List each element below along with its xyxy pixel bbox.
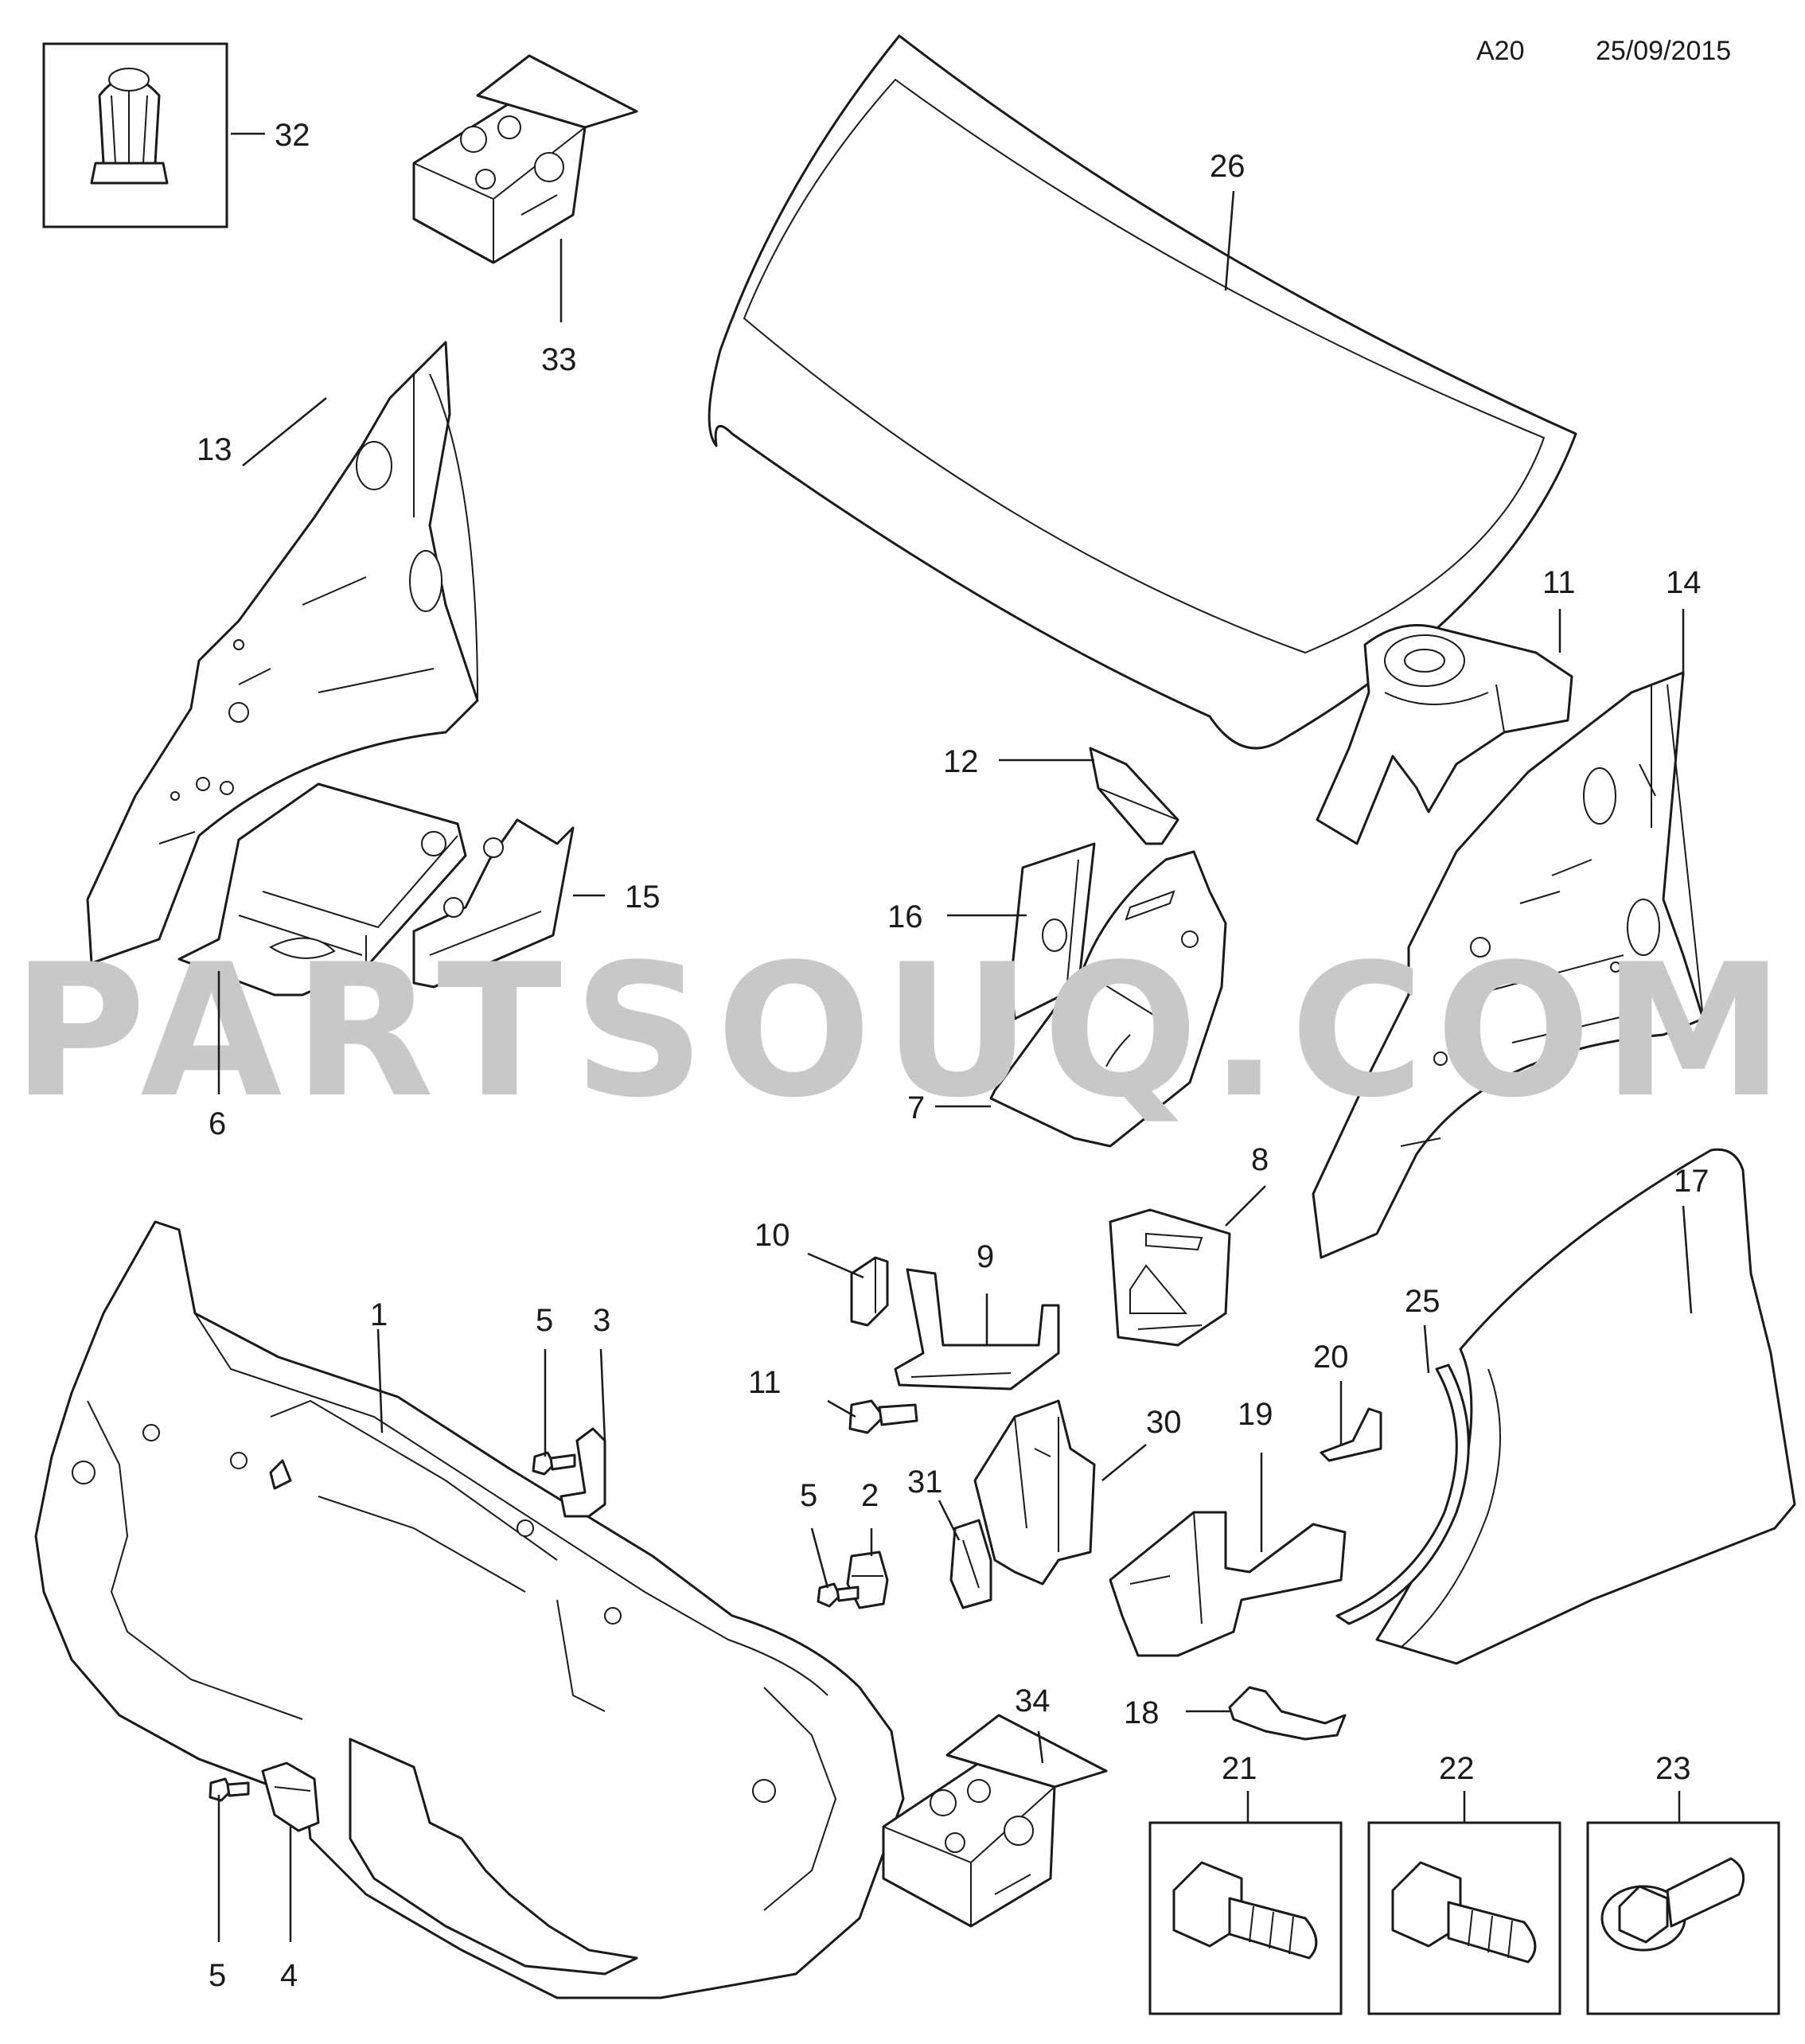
callout-7: 7: [907, 1090, 925, 1125]
part-17-gusset-plate[interactable]: [1009, 842, 1096, 1020]
callout-3: 3: [593, 1303, 610, 1338]
watermark-text: PARTSOUQ.COM: [12, 926, 1795, 1138]
part-4-clip[interactable]: [261, 1761, 320, 1832]
part-3-bracket[interactable]: [559, 1427, 606, 1518]
part-34-fastener-kit[interactable]: [882, 1714, 1108, 1928]
callout-21: 20: [1313, 1340, 1349, 1375]
callout-34: 34: [1015, 1683, 1051, 1718]
callout-5-upper: 5: [536, 1303, 553, 1338]
callout-20: 19: [1238, 1397, 1273, 1432]
part-31-small-bracket[interactable]: [949, 1519, 992, 1609]
callout-6: 6: [209, 1106, 226, 1141]
callout-9: 9: [977, 1239, 994, 1274]
part-13-small-bracket[interactable]: [1089, 747, 1179, 845]
callout-24: 23: [1655, 1751, 1691, 1786]
part-32-rivet-nut[interactable]: [42, 42, 228, 228]
part-18-front-fender[interactable]: [1375, 1148, 1796, 1665]
callout-4: 4: [280, 1958, 298, 1993]
callout-22: 21: [1222, 1751, 1257, 1786]
diagram-date: 25/09/2015: [1596, 36, 1731, 66]
callout-8: 8: [1251, 1142, 1269, 1177]
part-21-small-plate[interactable]: [1320, 1407, 1382, 1462]
part-7-wheelhouse-bracket[interactable]: [989, 850, 1227, 1148]
part-1-front-end-carrier[interactable]: [34, 1220, 905, 1999]
callout-30: 30: [1146, 1405, 1182, 1440]
part-9-support-bracket[interactable]: [894, 1268, 1060, 1391]
part-30-bracket-assembly[interactable]: [973, 1399, 1096, 1586]
callout-11: 11: [748, 1365, 782, 1400]
callout-25: 25: [1405, 1284, 1440, 1319]
part-5-bolt-lower[interactable]: [209, 1777, 250, 1802]
part-14-wheelhouse-panel-left[interactable]: [86, 341, 479, 965]
part-23-bolt[interactable]: [1367, 1821, 1561, 2015]
callout-12: 11: [1542, 565, 1576, 600]
callout-31: 31: [907, 1465, 943, 1500]
callout-32: 32: [275, 118, 310, 153]
diagram-code: A20: [1476, 36, 1525, 66]
part-20-bracket[interactable]: [1109, 1511, 1347, 1657]
part-8-reinforcement-plate[interactable]: [1109, 1208, 1231, 1347]
callout-23: 22: [1439, 1751, 1475, 1786]
part-33-fastener-kit[interactable]: [412, 54, 638, 264]
callout-33: 33: [541, 342, 577, 377]
callout-18: 17: [1674, 1164, 1709, 1199]
callout-14: 13: [197, 432, 232, 467]
callout-26: 26: [1210, 149, 1246, 184]
part-6-support-bracket[interactable]: [177, 782, 467, 997]
part-26-hood[interactable]: [708, 34, 1577, 750]
part-5-bolt-upper[interactable]: [532, 1451, 576, 1476]
part-25-fender-seal[interactable]: [1335, 1363, 1470, 1625]
part-22-bolt[interactable]: [1148, 1821, 1343, 2015]
callout-5-lower: 5: [209, 1958, 226, 1993]
callout-labels: 32 33 26 13 11 14 12 16 15 6 7 8 17 10 9…: [197, 118, 1709, 1993]
callout-10: 10: [754, 1218, 790, 1253]
callout-17: 16: [887, 899, 923, 934]
part-24-bolt[interactable]: [1586, 1821, 1780, 2015]
callout-15: 14: [1666, 565, 1702, 600]
part-11-bolt[interactable]: [848, 1399, 918, 1434]
part-16-inner-panel[interactable]: [412, 818, 575, 989]
part-5-bolt-middle[interactable]: [817, 1582, 860, 1608]
callout-2: 2: [861, 1478, 879, 1513]
part-19-bracket[interactable]: [1228, 1686, 1347, 1741]
callout-5-middle: 5: [800, 1478, 817, 1513]
part-10-small-bracket[interactable]: [850, 1256, 889, 1327]
part-15-wheelhouse-panel-right[interactable]: [1312, 671, 1705, 1259]
callout-1: 1: [370, 1297, 388, 1332]
part-12-strut-tower[interactable]: [1316, 624, 1573, 845]
callout-16: 15: [625, 880, 661, 915]
callout-13: 12: [943, 744, 979, 779]
leader-lines: [217, 132, 1693, 1942]
callout-19: 18: [1124, 1695, 1160, 1730]
